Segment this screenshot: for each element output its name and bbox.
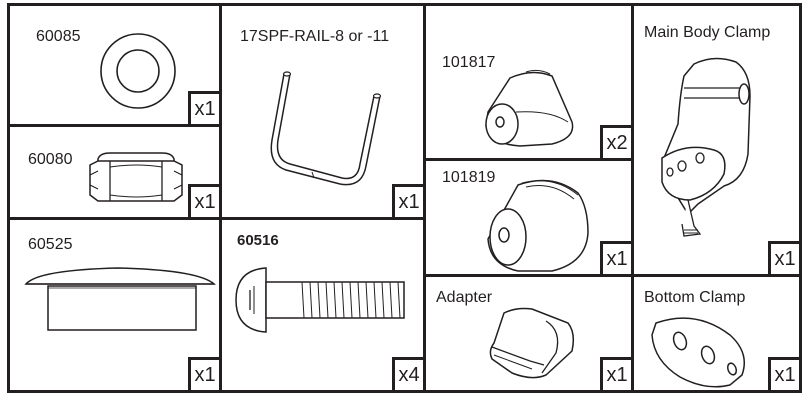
u-rail-icon	[262, 66, 392, 196]
quantity-badge: x1	[188, 357, 222, 393]
part-number-label: 60085	[36, 28, 81, 45]
part-number-label: Adapter	[436, 289, 493, 306]
part-cell-60085: 60085 x1	[7, 3, 222, 127]
part-cell-main-body-clamp: Main Body Clamp x1	[631, 3, 802, 277]
part-cell-60080: 60080 x1	[7, 124, 222, 220]
part-number-label: 60080	[28, 151, 73, 168]
quantity-badge: x1	[768, 357, 802, 393]
adapter-sleeve-icon	[482, 303, 582, 383]
part-number-label: 17SPF-RAIL-8 or -11	[240, 28, 390, 45]
main-body-clamp-icon	[654, 54, 774, 244]
button-head-bolt-icon	[232, 260, 412, 340]
part-cell-101817: 101817 x2	[423, 3, 634, 161]
part-cell-bottom-clamp: Bottom Clamp x1	[631, 274, 802, 393]
quantity-badge: x1	[600, 241, 634, 277]
quantity-badge: x1	[600, 357, 634, 393]
part-cell-adapter: Adapter x1	[423, 274, 634, 393]
part-cell-101819: 101819 x1	[423, 158, 634, 277]
part-cell-60525: 60525 x1	[7, 217, 222, 393]
part-cell-60516: 60516 x4	[219, 217, 426, 393]
quantity-badge: x1	[768, 241, 802, 277]
washer-icon	[92, 22, 192, 122]
quantity-badge: x1	[188, 184, 222, 220]
hex-nut-icon	[80, 149, 190, 209]
part-number-label: 60516	[237, 232, 279, 249]
part-number-label: 60525	[28, 236, 73, 253]
quantity-badge: x1	[392, 184, 426, 220]
bottom-clamp-icon	[646, 313, 756, 393]
cap-plug-icon	[18, 260, 218, 340]
quantity-badge: x1	[188, 91, 222, 127]
large-cone-grommet-icon	[482, 173, 592, 277]
quantity-badge: x4	[392, 357, 426, 393]
small-cone-grommet-icon	[480, 64, 580, 154]
part-number-label: Bottom Clamp	[644, 289, 746, 306]
part-cell-rail: 17SPF-RAIL-8 or -11 x1	[219, 3, 426, 220]
part-number-label: 101819	[442, 169, 496, 186]
part-number-label: 101817	[442, 54, 496, 71]
quantity-badge: x2	[600, 125, 634, 161]
part-number-label: Main Body Clamp	[644, 24, 771, 41]
